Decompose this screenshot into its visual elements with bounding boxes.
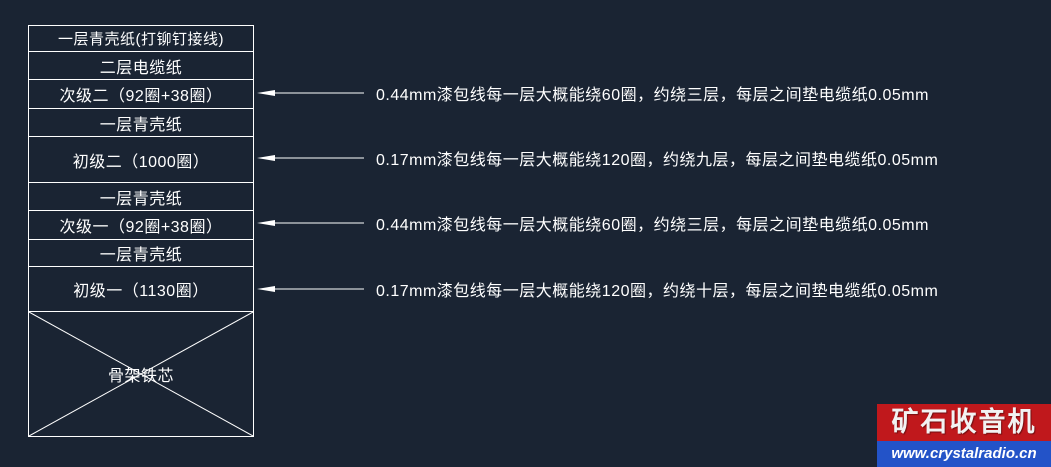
- layer-row-cable-paper: 二层电缆纸: [29, 52, 253, 80]
- watermark: 矿石收音机 www.crystalradio.cn: [877, 404, 1051, 467]
- layer-row-core: 骨架铁芯: [29, 312, 253, 436]
- layer-label: 一层青壳纸: [99, 116, 183, 134]
- annotation-text: 0.44mm漆包线每一层大概能绕60圈，约绕三层，每层之间垫电缆纸0.05mm: [376, 87, 929, 104]
- annotation-secondary-1: 0.44mm漆包线每一层大概能绕60圈，约绕三层，每层之间垫电缆纸0.05mm: [256, 214, 929, 234]
- layer-row-paper-top: 一层青壳纸(打铆钉接线): [29, 26, 253, 52]
- layer-row-secondary-1: 次级一（92圈+38圈）: [29, 211, 253, 240]
- layer-label: 初级二（1000圈）: [72, 153, 210, 171]
- layer-row-primary-2: 初级二（1000圈）: [29, 137, 253, 183]
- annotation-primary-1: 0.17mm漆包线每一层大概能绕120圈，约绕十层，每层之间垫电缆纸0.05mm: [256, 280, 939, 300]
- leader-arrow-icon: [257, 286, 364, 292]
- layer-label: 一层青壳纸: [99, 247, 183, 264]
- layer-label: 二层电缆纸: [99, 59, 183, 77]
- winding-stack: 一层青壳纸(打铆钉接线) 二层电缆纸 次级二（92圈+38圈） 一层青壳纸 初级…: [28, 25, 254, 437]
- layer-label: 一层青壳纸: [99, 190, 183, 208]
- leader-arrow-icon: [257, 220, 364, 226]
- layer-label: 骨架铁芯: [107, 368, 174, 385]
- leader-arrow-icon: [257, 90, 364, 96]
- layer-row-secondary-2: 次级二（92圈+38圈）: [29, 80, 253, 109]
- core-cross-lines-icon: [29, 312, 253, 436]
- layer-label: 次级一（92圈+38圈）: [59, 219, 223, 236]
- annotation-text: 0.44mm漆包线每一层大概能绕60圈，约绕三层，每层之间垫电缆纸0.05mm: [376, 217, 929, 234]
- leader-arrow-icon: [257, 155, 364, 161]
- annotation-primary-2: 0.17mm漆包线每一层大概能绕120圈，约绕九层，每层之间垫电缆纸0.05mm: [256, 149, 939, 169]
- layer-row-paper: 一层青壳纸: [29, 183, 253, 211]
- layer-row-paper: 一层青壳纸: [29, 109, 253, 137]
- annotation-text: 0.17mm漆包线每一层大概能绕120圈，约绕九层，每层之间垫电缆纸0.05mm: [376, 152, 939, 169]
- annotation-text: 0.17mm漆包线每一层大概能绕120圈，约绕十层，每层之间垫电缆纸0.05mm: [376, 283, 939, 300]
- layer-row-paper: 一层青壳纸: [29, 240, 253, 267]
- layer-row-primary-1: 初级一（1130圈）: [29, 267, 253, 312]
- layer-label: 次级二（92圈+38圈）: [59, 88, 223, 105]
- layer-label: 初级一（1130圈）: [73, 283, 209, 300]
- layer-label: 一层青壳纸(打铆钉接线): [58, 31, 224, 48]
- watermark-url: www.crystalradio.cn: [877, 441, 1051, 467]
- annotation-secondary-2: 0.44mm漆包线每一层大概能绕60圈，约绕三层，每层之间垫电缆纸0.05mm: [256, 84, 929, 104]
- watermark-title: 矿石收音机: [877, 404, 1051, 441]
